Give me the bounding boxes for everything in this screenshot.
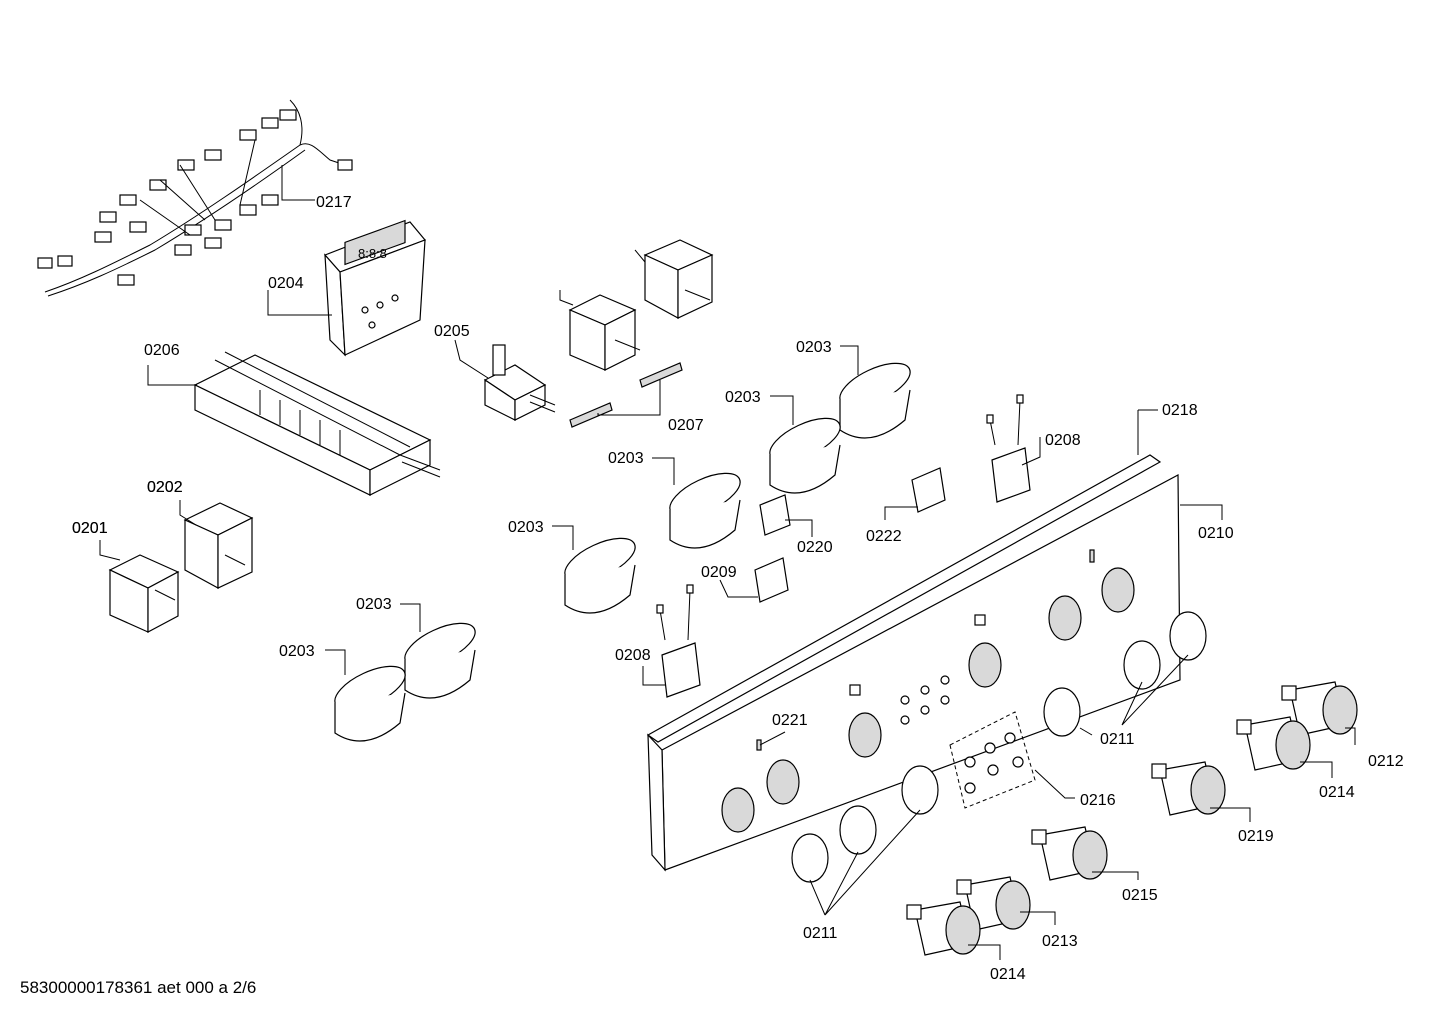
part-label: 0203 <box>608 450 644 467</box>
control-panel <box>646 454 1181 872</box>
part-label: 0202 <box>147 479 183 496</box>
knob-0214-right <box>1236 716 1311 771</box>
part-label: 0217 <box>316 194 352 211</box>
part-label: 0207 <box>668 417 704 434</box>
knob-sleeve-1 <box>839 362 911 439</box>
knob-ring-3 <box>901 765 939 815</box>
energy-regulator-top-2 <box>643 239 714 320</box>
clip-0222 <box>911 467 946 513</box>
part-label: 0201 <box>72 520 108 537</box>
part-label: 0206 <box>144 342 180 359</box>
part-label: 0208 <box>615 647 651 664</box>
knob-0213 <box>956 876 1031 931</box>
knob-sleeve-3 <box>669 472 741 549</box>
knob-ring-1 <box>791 833 829 883</box>
knob-sleeve-2 <box>769 417 841 494</box>
clip-0220 <box>759 494 791 536</box>
part-label: 0203 <box>279 643 315 660</box>
part-label: 0203 <box>356 596 392 613</box>
drawing-reference: 58300000178361 aet 000 a 2/6 <box>20 978 257 997</box>
energy-regulator-left-2 <box>183 502 254 590</box>
knob-sleeve-6 <box>334 665 406 742</box>
part-label: 0205 <box>434 323 470 340</box>
part-label: 0219 <box>1238 828 1274 845</box>
part-label: 0221 <box>772 712 808 729</box>
part-label: 0203 <box>508 519 544 536</box>
part-label: 0202 <box>147 479 183 496</box>
knob-sleeve-4 <box>564 537 636 614</box>
part-label: 0203 <box>796 339 832 356</box>
selector-switch <box>193 351 441 496</box>
knob-0214-left <box>906 901 981 956</box>
part-label: 0204 <box>268 275 304 292</box>
energy-regulator-left-1 <box>108 554 180 633</box>
part-label: 0211 <box>1100 731 1135 748</box>
knob-0219 <box>1151 761 1226 816</box>
part-label: 0218 <box>1162 402 1198 419</box>
knob-sleeve-5 <box>404 622 476 699</box>
knob-ring-4 <box>1043 687 1081 737</box>
timer-module: 8:8:8 <box>323 219 427 357</box>
clip-0209 <box>754 557 789 603</box>
part-label: 0214 <box>1319 784 1355 801</box>
small-switch <box>483 344 556 421</box>
part-label: 0213 <box>1042 933 1078 950</box>
knob-ring-6 <box>1169 611 1207 661</box>
contact-strips <box>569 362 683 428</box>
part-label: 0216 <box>1080 792 1116 809</box>
part-label: 0203 <box>725 389 761 406</box>
part-label: 0212 <box>1368 753 1404 770</box>
knob-0212 <box>1281 681 1358 736</box>
part-label: 0209 <box>701 564 737 581</box>
part-label: 0222 <box>866 528 902 545</box>
svg-text:8:8:8: 8:8:8 <box>358 246 387 261</box>
part-labels: 0217 0204 0206 0201 0202 0205 0207 0203 … <box>72 194 1404 983</box>
leader-lines <box>99 165 1356 960</box>
knob-ring-2 <box>839 805 877 855</box>
part-label: 0215 <box>1122 887 1158 904</box>
part-label: 0210 <box>1198 525 1234 542</box>
signal-lamp-2 <box>656 584 701 698</box>
knob-ring-5 <box>1123 640 1161 690</box>
knob-0215 <box>1031 826 1108 881</box>
part-label: 0208 <box>1045 432 1081 449</box>
signal-lamp-1 <box>986 394 1031 503</box>
part-label: 0211 <box>803 925 838 942</box>
energy-regulator-top-1 <box>568 294 641 371</box>
part-label: 0220 <box>797 539 833 556</box>
part-label: 0201 <box>72 520 108 537</box>
wiring-harness <box>37 99 353 297</box>
screw-set <box>949 711 1036 809</box>
part-label: 0214 <box>990 966 1026 983</box>
